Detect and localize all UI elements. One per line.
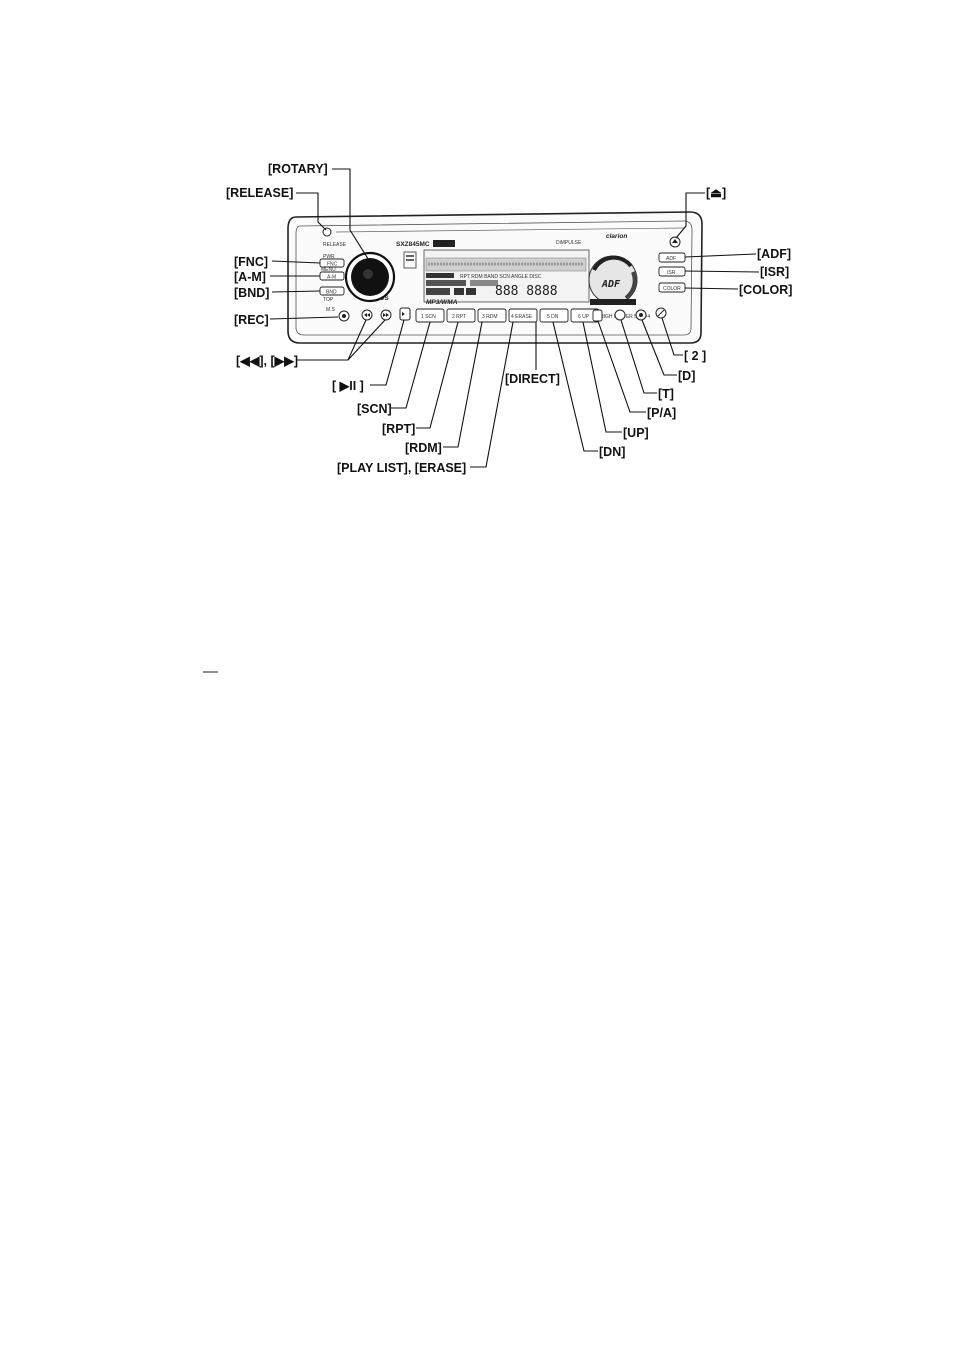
d-button[interactable]	[635, 309, 647, 321]
lcd-main-readout: 888 8888	[495, 284, 558, 299]
callout-fnc: [FNC]	[234, 255, 268, 269]
callout-rec: [REC]	[234, 313, 269, 327]
preset-5-dn-button[interactable]: 5 DN	[539, 308, 569, 323]
svg-text:MENU: MENU	[321, 267, 336, 273]
preset-3-rdm-button[interactable]: 3 RDM	[477, 308, 507, 323]
callout-t: [T]	[658, 387, 674, 401]
eject-button[interactable]	[669, 236, 681, 248]
callout-playlist: [PLAY LIST], [ERASE]	[337, 461, 466, 475]
callout-bnd: [BND]	[234, 286, 269, 300]
svg-text:M.S: M.S	[326, 307, 336, 313]
callout-isr: [ISR]	[760, 265, 789, 279]
callout-direct: [DIRECT]	[505, 372, 560, 386]
isr-button-label: ISR	[667, 270, 676, 276]
leader-lines	[269, 168, 760, 468]
seek-forward-button[interactable]	[380, 309, 392, 321]
callout-dn: [DN]	[599, 445, 625, 459]
adf-disc-graphic: ADF	[588, 255, 638, 305]
callout-adf: [ADF]	[757, 247, 791, 261]
color-button-label: COLOR	[663, 286, 681, 292]
pa-button[interactable]	[592, 309, 603, 322]
model-label: SXZ845MC	[396, 241, 430, 248]
callout-labels: [ROTARY] [RELEASE] [⏏] [FNC] [A-M] [BND]…	[226, 162, 792, 475]
isr-button[interactable]: ISR	[658, 266, 686, 277]
svg-text:6 UP: 6 UP	[578, 314, 590, 320]
brand-tag: DiMPULSE	[556, 240, 582, 246]
svg-text:PWR: PWR	[323, 254, 335, 260]
callout-seek: [◀◀], [▶▶]	[236, 354, 298, 368]
bnd-button-label: BND	[326, 290, 337, 296]
callout-pa: [P/A]	[647, 406, 676, 420]
release-button[interactable]	[322, 227, 332, 237]
power-label: HIGH POWER 50W×4	[600, 314, 650, 320]
callout-am: [A-M]	[234, 270, 266, 284]
callout-eject: [⏏]	[706, 186, 726, 200]
rec-button[interactable]: M.S	[326, 307, 350, 322]
svg-text:5 DN: 5 DN	[547, 314, 559, 320]
preset-4-erase-button[interactable]: 4 ERASE	[508, 308, 538, 323]
preset-buttons: 1 SCN 2 RPT 3 RDM 4 ERASE 5 DN 6 UP	[415, 308, 600, 323]
callout-rdm: [RDM]	[405, 441, 442, 455]
color-button[interactable]: COLOR	[658, 282, 686, 293]
svg-text:3 RDM: 3 RDM	[482, 314, 498, 320]
svg-text:4 ERASE: 4 ERASE	[511, 314, 533, 320]
callout-up: [UP]	[623, 426, 649, 440]
rotary-knob[interactable]	[344, 251, 396, 303]
play-pause-button[interactable]	[399, 307, 411, 321]
seek-back-button[interactable]	[361, 309, 373, 321]
preset-1-scn-button[interactable]: 1 SCN	[415, 308, 445, 323]
mp3-label: MP3/WMA	[426, 299, 458, 306]
adf-button[interactable]: ADF	[658, 252, 686, 263]
callout-channel: [ 2 ]	[684, 349, 706, 363]
callout-color: [COLOR]	[739, 283, 792, 297]
callout-play-pause: [ ▶II ]	[332, 379, 364, 393]
faceplate: RPT RDM BAND SCN ANGLE DISC 888 8888 ADF…	[287, 211, 703, 344]
callout-scn: [SCN]	[357, 402, 392, 416]
channel-button[interactable]	[655, 307, 667, 319]
brand-logo: clarion	[606, 233, 627, 240]
callout-rotary: [ROTARY]	[268, 162, 328, 176]
svg-text:RELEASE: RELEASE	[323, 242, 347, 248]
svg-text:2 RPT: 2 RPT	[452, 314, 466, 320]
svg-text:1 SCN: 1 SCN	[421, 314, 436, 320]
t-button[interactable]	[614, 309, 626, 321]
adf-button-label: ADF	[666, 256, 676, 262]
fnc-button-label: FNC	[327, 262, 338, 268]
preset-2-rpt-button[interactable]: 2 RPT	[446, 308, 476, 323]
svg-text:RPT RDM BAND SCN ANGLE DI: RPT RDM BAND SCN ANGLE DISC	[460, 274, 542, 280]
svg-text:TOP: TOP	[323, 297, 334, 303]
lcd-adf-text: ADF	[601, 279, 621, 290]
am-button-label: A-M	[327, 275, 336, 281]
callout-release: [RELEASE]	[226, 186, 293, 200]
callout-d: [D]	[678, 369, 695, 383]
callout-rpt: [RPT]	[382, 422, 415, 436]
